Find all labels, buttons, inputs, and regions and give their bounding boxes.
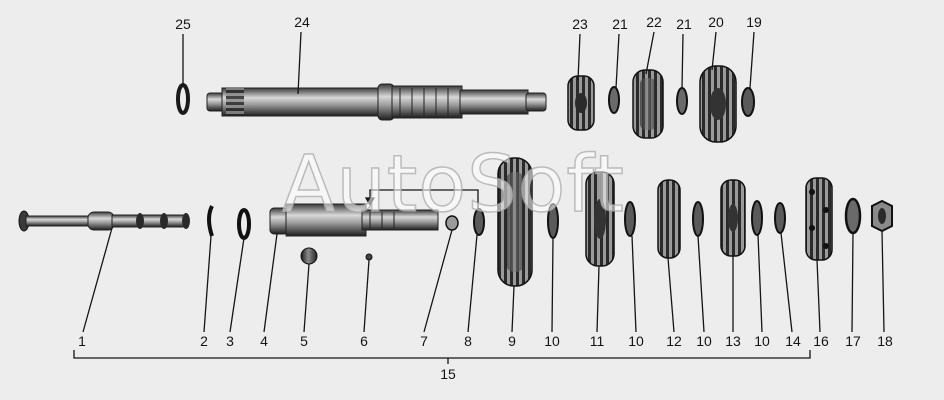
- label-16: 16: [813, 333, 829, 349]
- label-18: 18: [877, 333, 893, 349]
- part-14-ring: [774, 202, 786, 234]
- label-24: 24: [294, 14, 310, 30]
- part-22-gear: [632, 69, 664, 139]
- part-6-small-ball: [365, 253, 373, 261]
- assembly-bracket-15: [73, 350, 811, 364]
- label-2: 2: [200, 333, 208, 349]
- label-6: 6: [360, 333, 368, 349]
- label-11: 11: [589, 333, 605, 349]
- part-10-washer-b: [624, 201, 636, 237]
- part-4-shaft: [269, 203, 439, 237]
- part-8-ring: [473, 208, 485, 236]
- part-5-ball: [300, 247, 318, 265]
- part-3-ring: [237, 208, 251, 240]
- part-13-gear: [720, 179, 746, 257]
- part-9-gear: [497, 157, 533, 287]
- label-3: 3: [226, 333, 234, 349]
- label-19: 19: [746, 14, 762, 30]
- part-10-washer-c: [692, 201, 704, 237]
- label-25: 25: [175, 16, 191, 32]
- watermark: AutoSoft: [281, 140, 626, 230]
- label-22: 22: [646, 14, 662, 30]
- label-20: 20: [708, 14, 724, 30]
- part-16-sprocket: [805, 177, 833, 261]
- label-23: 23: [572, 16, 588, 32]
- label-10-a: 10: [544, 333, 560, 349]
- label-10-b: 10: [628, 333, 644, 349]
- part-17-washer: [844, 197, 862, 235]
- part-23-gear: [567, 75, 595, 131]
- part-10-washer-d: [751, 200, 763, 236]
- part-11-gear: [585, 171, 615, 267]
- label-9: 9: [508, 333, 516, 349]
- part-12-gear: [657, 179, 681, 259]
- part-21-washer-a: [608, 86, 620, 114]
- label-4: 4: [260, 333, 268, 349]
- leader-lines: [82, 31, 885, 333]
- label-7: 7: [420, 333, 428, 349]
- label-10-c: 10: [696, 333, 712, 349]
- label-5: 5: [300, 333, 308, 349]
- label-21-a: 21: [612, 16, 628, 32]
- part-18-nut: [871, 199, 893, 233]
- label-1: 1: [78, 333, 86, 349]
- part-20-gear: [699, 65, 737, 143]
- label-15: 15: [440, 366, 456, 382]
- label-10-d: 10: [754, 333, 770, 349]
- label-8: 8: [464, 333, 472, 349]
- label-21-b: 21: [676, 16, 692, 32]
- label-17: 17: [845, 333, 861, 349]
- assembly-arrow: [364, 189, 479, 212]
- part-24-shaft: [206, 83, 547, 121]
- label-14: 14: [785, 333, 801, 349]
- part-25-ring: [176, 83, 190, 115]
- part-2-ring: [207, 205, 214, 237]
- label-13: 13: [725, 333, 741, 349]
- part-1-rod: [18, 210, 190, 232]
- label-12: 12: [666, 333, 682, 349]
- part-19-ring: [741, 87, 755, 117]
- part-21-washer-b: [676, 87, 688, 115]
